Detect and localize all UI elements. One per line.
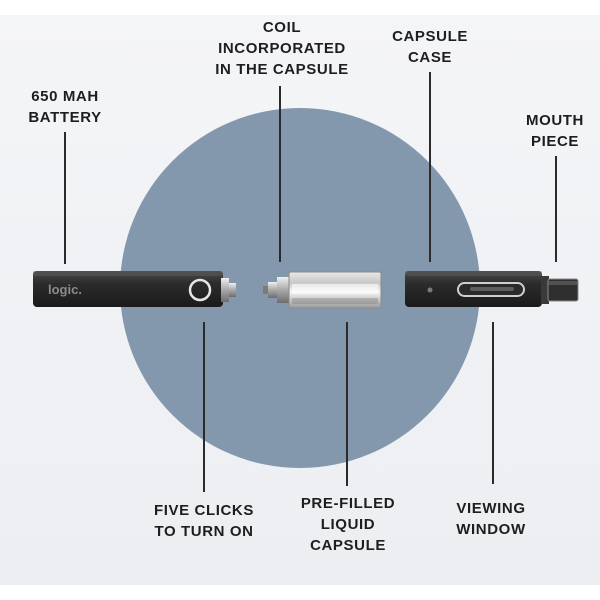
label-five-clicks: FIVE CLICKS TO TURN ON	[154, 502, 254, 540]
leader-line-five-clicks	[203, 322, 205, 492]
leader-line-coil	[279, 86, 281, 262]
leader-line-battery	[64, 132, 66, 264]
label-capsule-case: CAPSULE CASE	[392, 28, 468, 66]
leader-line-mouth-piece	[555, 156, 557, 262]
label-mouth-piece: MOUTH PIECE	[526, 112, 584, 150]
label-prefilled-capsule: PRE-FILLED LIQUID CAPSULE	[300, 495, 396, 554]
capsule	[263, 271, 382, 309]
power-button	[188, 278, 212, 302]
label-viewing-window: VIEWING WINDOW	[456, 500, 526, 538]
leader-line-capsule-case	[429, 72, 431, 262]
leader-line-prefilled	[346, 322, 348, 486]
capsule-case	[405, 271, 579, 307]
label-battery: 650 MAH BATTERY	[28, 88, 102, 126]
leader-line-viewing-window	[492, 322, 494, 484]
brand-logo: logic.	[48, 282, 82, 297]
battery: logic.	[33, 271, 236, 307]
label-coil: COIL INCORPORATED IN THE CAPSULE	[215, 19, 349, 78]
